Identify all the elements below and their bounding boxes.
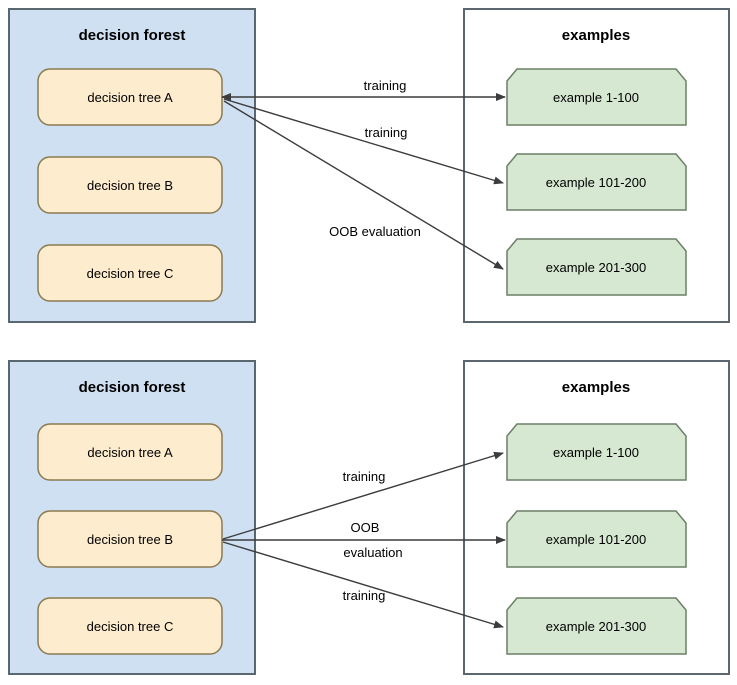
edge-label-training-2-top: training — [365, 125, 408, 140]
edge-label-evaluation-bottom: evaluation — [343, 545, 402, 560]
diagram-bottom: decision forest decision tree A decision… — [8, 360, 730, 675]
tree-label-decision-tree-b-top: decision tree B — [87, 178, 173, 193]
tree-box-decision-tree-b-bottom[interactable] — [37, 510, 223, 568]
example-label-example-101-200-top: example 101-200 — [546, 175, 646, 190]
forest-title-top: decision forest — [79, 27, 186, 44]
edge-training-2-bottom — [222, 541, 504, 629]
edge-label-training-2-bottom: training — [343, 588, 386, 603]
example-label-example-201-300-bottom: example 201-300 — [546, 619, 646, 634]
example-box-example-101-200-bottom[interactable] — [506, 510, 687, 568]
examples-title-top: examples — [562, 27, 630, 44]
edge-label-training-1-top: training — [364, 78, 407, 93]
diagram-top: decision forest decision tree A decision… — [8, 8, 730, 323]
example-label-example-1-100-bottom: example 1-100 — [553, 445, 639, 460]
forest-title-bottom: decision forest — [79, 379, 186, 396]
edge-training-2-top — [223, 98, 504, 185]
example-label-example-101-200-bottom: example 101-200 — [546, 532, 646, 547]
tree-box-decision-tree-c-top[interactable] — [37, 244, 223, 302]
tree-box-decision-tree-c-bottom[interactable] — [37, 597, 223, 655]
tree-label-decision-tree-c-bottom: decision tree C — [87, 619, 174, 634]
edge-oob-evaluation-top — [223, 100, 504, 270]
example-box-example-1-100-bottom[interactable] — [506, 423, 687, 481]
edge-label-oob-evaluation-top: OOB evaluation — [329, 224, 421, 239]
examples-title-bottom: examples — [562, 379, 630, 396]
tree-label-decision-tree-a-top: decision tree A — [87, 90, 173, 105]
example-box-example-201-300-bottom[interactable] — [506, 597, 687, 655]
example-box-example-101-200-top[interactable] — [506, 153, 687, 211]
example-label-example-1-100-top: example 1-100 — [553, 90, 639, 105]
example-box-example-201-300-top[interactable] — [506, 238, 687, 296]
edge-label-training-1-bottom: training — [343, 469, 386, 484]
tree-box-decision-tree-b-top[interactable] — [37, 156, 223, 214]
tree-label-decision-tree-c-top: decision tree C — [87, 266, 174, 281]
tree-label-decision-tree-b-bottom: decision tree B — [87, 532, 173, 547]
example-label-example-201-300-top: example 201-300 — [546, 260, 646, 275]
edge-label-oob-bottom: OOB — [351, 520, 380, 535]
tree-box-decision-tree-a-bottom[interactable] — [37, 423, 223, 481]
edge-training-1-bottom — [222, 451, 504, 540]
example-box-example-1-100-top[interactable] — [506, 68, 687, 126]
tree-label-decision-tree-a-bottom: decision tree A — [87, 445, 173, 460]
